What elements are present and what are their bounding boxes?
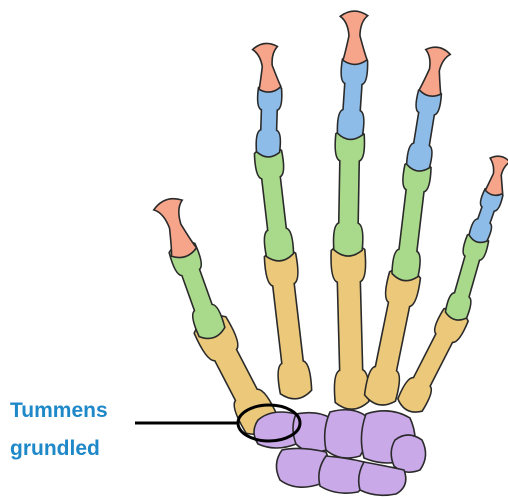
little-proximal-phalanx	[444, 230, 491, 322]
middle-proximal-phalanx	[333, 128, 365, 257]
middle-distal-phalanx	[340, 11, 369, 65]
ring-middle-phalanx	[405, 85, 442, 173]
index-proximal-phalanx	[253, 145, 294, 263]
thumb-distal-phalanx	[152, 195, 200, 261]
annotation-label-line1: Tummens	[10, 398, 108, 424]
ring-distal-phalanx	[417, 45, 451, 98]
middle-metacarpal	[331, 242, 370, 409]
annotation-label-line2: grundled	[10, 436, 100, 462]
index-middle-phalanx	[256, 83, 282, 158]
little-distal-phalanx	[484, 155, 508, 197]
carpal-pisiform	[391, 435, 425, 472]
middle-middle-phalanx	[337, 54, 369, 141]
ring-proximal-phalanx	[391, 159, 432, 282]
index-distal-phalanx	[252, 42, 283, 94]
index-metacarpal	[263, 246, 313, 400]
